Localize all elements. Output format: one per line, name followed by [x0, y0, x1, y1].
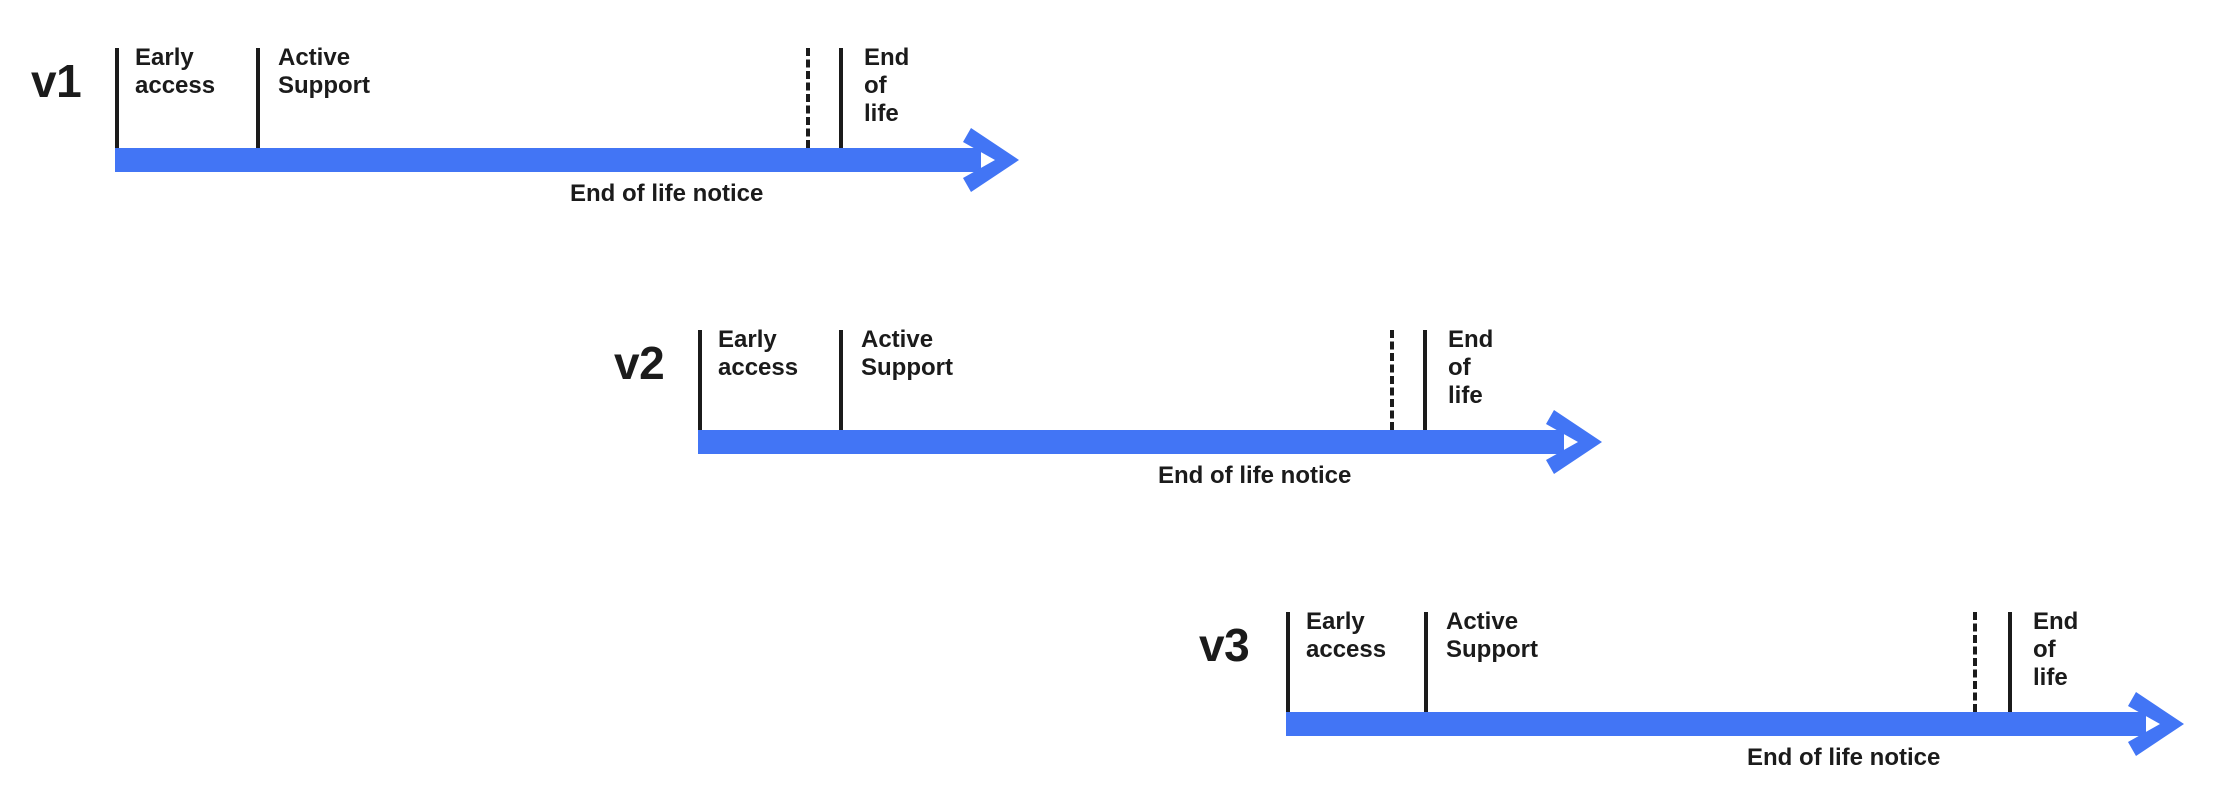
start-marker-v2 [698, 330, 702, 430]
version-label-v2: v2 [614, 337, 665, 389]
phase-label-end-of-life-v3: End of life [2033, 608, 2079, 691]
phase-label-active-support-v3: Active Support [1446, 608, 1538, 663]
end-of-life-marker-v3 [2008, 612, 2012, 712]
phase-label-active-support-v2: Active Support [861, 326, 953, 381]
notice-label-v1: End of life notice [570, 180, 764, 207]
lifecycle-bar-v2 [698, 430, 1564, 454]
phase-label-early-access-v2: Early access [718, 326, 799, 381]
end-of-life-marker-v2 [1423, 330, 1427, 430]
active-support-marker-v3 [1424, 612, 1428, 712]
arrow-head-icon-v1 [963, 128, 1019, 192]
active-support-marker-v2 [839, 330, 843, 430]
notice-label-v2: End of life notice [1158, 462, 1352, 489]
lifecycle-bar-v3 [1286, 712, 2146, 736]
end-of-life-notice-marker-v2 [1390, 330, 1394, 430]
lifecycle-bar-v1 [115, 148, 981, 172]
end-of-life-marker-v1 [839, 48, 843, 148]
phase-label-end-of-life-v1: End of life [864, 44, 910, 127]
active-support-marker-v1 [256, 48, 260, 148]
notice-label-v3: End of life notice [1747, 744, 1941, 771]
phase-label-active-support-v1: Active Support [278, 44, 370, 99]
version-label-v1: v1 [31, 55, 82, 107]
end-of-life-notice-marker-v3 [1973, 612, 1977, 712]
phase-label-early-access-v1: Early access [135, 44, 216, 99]
phase-label-early-access-v3: Early access [1306, 608, 1387, 663]
arrow-head-icon-v3 [2128, 692, 2184, 756]
phase-label-end-of-life-v2: End of life [1448, 326, 1494, 409]
start-marker-v1 [115, 48, 119, 148]
end-of-life-notice-marker-v1 [806, 48, 810, 148]
start-marker-v3 [1286, 612, 1290, 712]
version-label-v3: v3 [1199, 619, 1250, 671]
arrow-head-icon-v2 [1546, 410, 1602, 474]
